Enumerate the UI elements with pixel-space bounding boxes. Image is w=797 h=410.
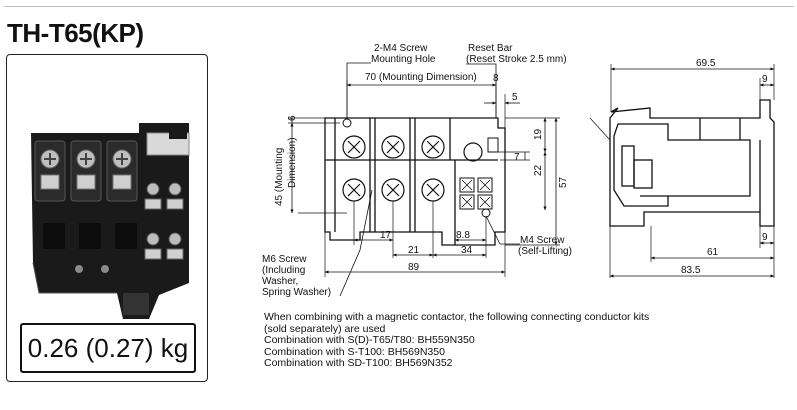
product-photo <box>31 123 190 319</box>
note-line: Combination with SD-T100: BH569N352 <box>264 357 453 369</box>
m4-self-lifting-label-1: M4 Screw <box>520 235 565 246</box>
m6-screw-label-4: Spring Washer) <box>262 287 331 298</box>
dim-19: 19 <box>533 128 544 140</box>
m6-screw-label-1: M6 Screw <box>262 254 307 265</box>
m4-self-lifting-label-2: (Self-Lifting) <box>518 246 572 257</box>
dim-9-top: 9 <box>762 74 768 85</box>
weight-label: 0.26 (0.27) kg <box>20 323 196 373</box>
mounting-dim-45-label-1: 45 (Mounting <box>274 148 285 206</box>
product-panel: 0.26 (0.27) kg <box>6 54 208 382</box>
note-line: When combining with a magnetic contactor… <box>264 311 650 323</box>
m6-screw-label-2: (Including <box>262 265 305 276</box>
dim-34: 34 <box>461 245 473 256</box>
dim-21: 21 <box>408 245 420 256</box>
product-title: TH-T65(KP) <box>7 18 144 48</box>
dim-17: 17 <box>380 230 392 241</box>
note-line: Combination with S-T100: BH569N350 <box>264 345 445 358</box>
dim-22: 22 <box>533 164 544 176</box>
dim-83-5: 83.5 <box>681 265 701 276</box>
mounting-dim-45-label-2: Dimension) <box>287 137 298 188</box>
m6-screw-label-3: Washer, <box>262 276 298 287</box>
dim-8: 8 <box>493 73 499 84</box>
notes-block: When combining with a magnetic contactor… <box>264 311 650 370</box>
note-line: Combination with S(D)-T65/T80: BH559N350 <box>264 334 475 346</box>
top-rule <box>4 6 794 7</box>
mounting-dim-70-label: 70 (Mounting Dimension) <box>365 72 477 83</box>
m4-hole-label-1: 2-M4 Screw <box>374 43 428 54</box>
dim-69-5: 69.5 <box>696 58 716 69</box>
dim-6: 6 <box>287 115 298 121</box>
dim-61: 61 <box>707 247 719 258</box>
reset-bar-label-2: (Reset Stroke 2.5 mm) <box>466 54 567 65</box>
note-line: (sold separately) are used <box>264 322 386 335</box>
reset-bar-label-1: Reset Bar <box>468 43 513 54</box>
dim-5: 5 <box>512 92 518 103</box>
dim-7: 7 <box>514 152 520 163</box>
dim-57: 57 <box>558 176 569 188</box>
dim-8-8: 8.8 <box>456 230 470 241</box>
side-view <box>609 99 775 227</box>
dim-89: 89 <box>408 262 420 273</box>
m4-hole-label-2: Mounting Hole <box>371 54 436 65</box>
dim-9-bottom: 9 <box>762 232 768 243</box>
